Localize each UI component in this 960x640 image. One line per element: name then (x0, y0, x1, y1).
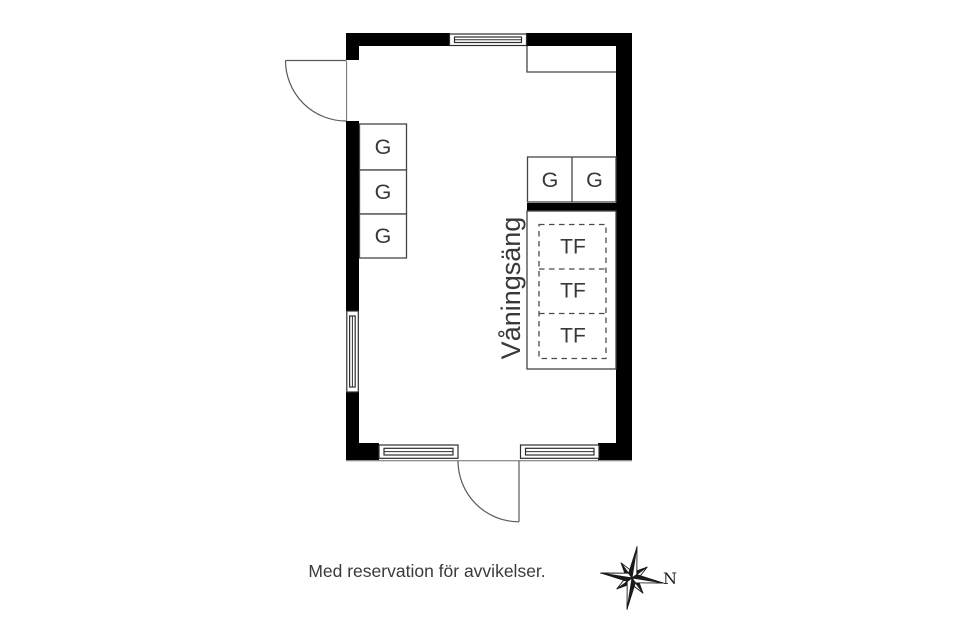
bunk-bed: TF TF TF Våningsäng (496, 210, 617, 370)
wardrobes-right: G G (526, 156, 617, 203)
door-swing-arc (457, 460, 520, 523)
walls (346, 33, 632, 460)
door-top-left (284, 59, 348, 122)
wall-segment (616, 33, 632, 460)
wardrobe-label: G (542, 168, 559, 192)
bed-section-label: TF (560, 280, 586, 303)
wardrobe (358, 123, 408, 171)
wardrobe-label: G (375, 180, 392, 204)
bed-section-label: TF (560, 236, 586, 259)
window-bottom-left (378, 444, 459, 459)
bed-section-label: TF (560, 325, 586, 348)
wall-segment (598, 443, 632, 460)
wardrobe (358, 213, 408, 259)
wall-segment (526, 33, 632, 46)
north-label: N (663, 569, 677, 588)
wall-segment (346, 33, 359, 60)
window-top (448, 33, 528, 47)
wardrobe-label: G (375, 224, 392, 248)
bunk-bed-label: Våningsäng (496, 217, 526, 360)
mattress-outline (538, 223, 607, 360)
wall-segment (346, 121, 359, 311)
wall-stub (527, 203, 632, 211)
wall-segment (346, 33, 450, 46)
wardrobes-left: G G G (358, 123, 408, 259)
window-bottom-right (519, 444, 600, 459)
wardrobe-label: G (586, 168, 603, 192)
entry-shelf (526, 46, 616, 73)
wardrobe (358, 169, 408, 215)
bed-frame (526, 210, 617, 370)
wall-segment (346, 443, 379, 460)
compass-rose-icon (600, 546, 664, 610)
door-swing-arc (284, 60, 347, 122)
disclaimer-text: Med reservation för avvikelser. (308, 561, 545, 581)
door-bottom (457, 460, 520, 523)
wardrobe-label: G (375, 135, 392, 159)
window-left (346, 310, 359, 393)
